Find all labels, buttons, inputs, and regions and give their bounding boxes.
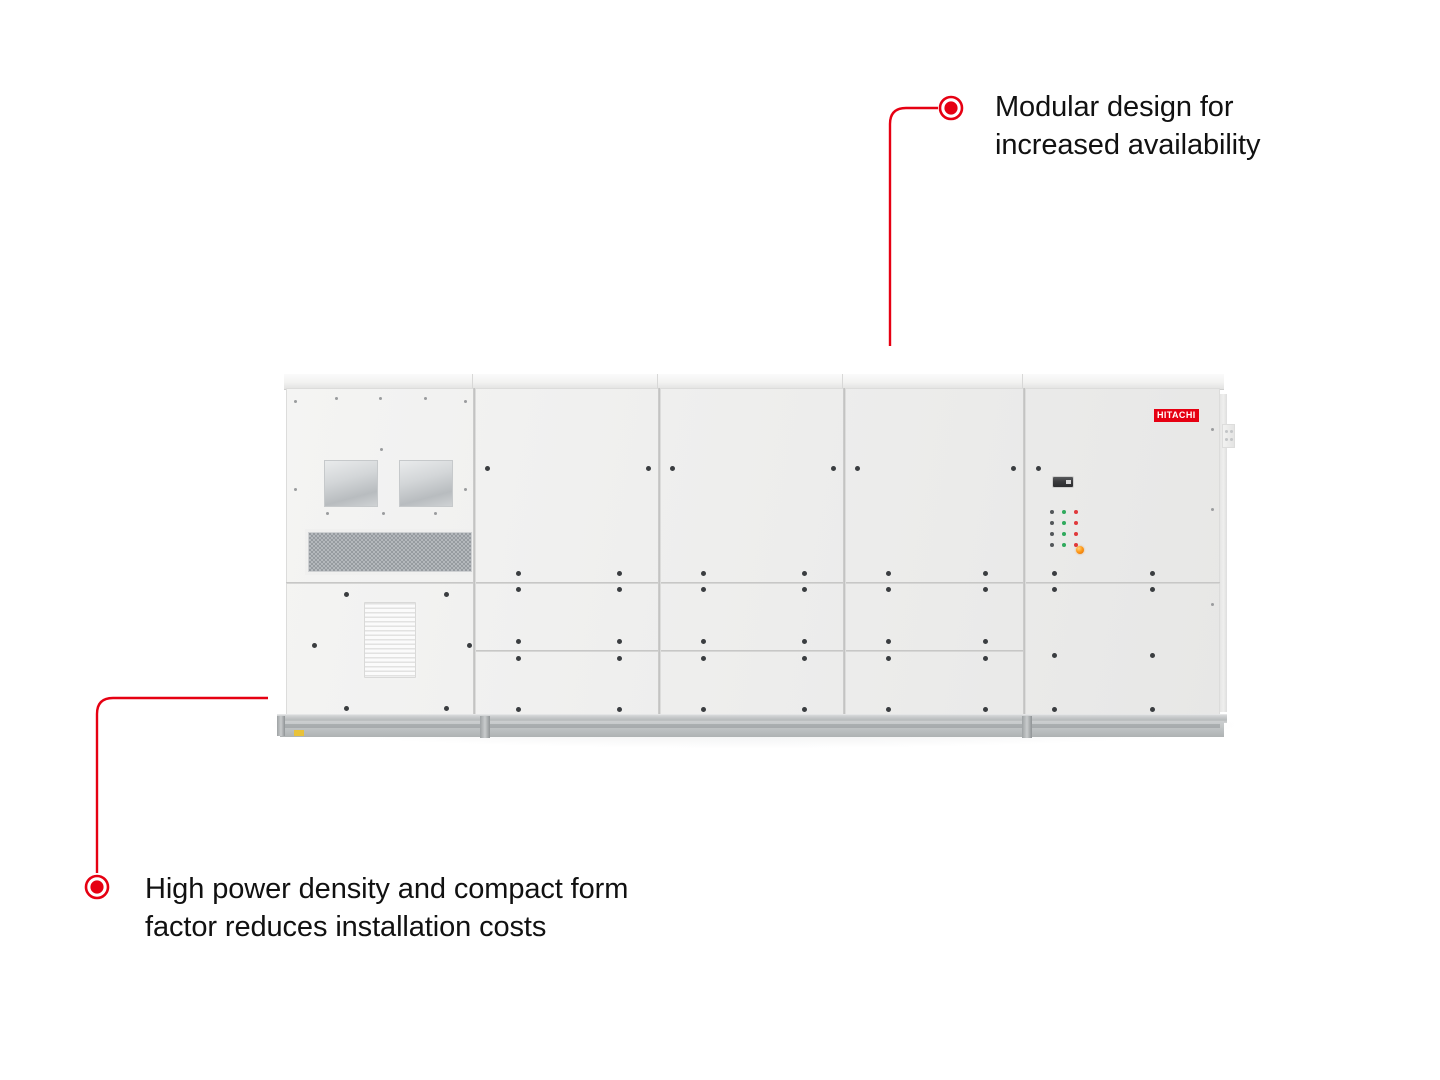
door-bolt [701, 656, 706, 661]
bay-5-control[interactable]: HITACHI [1026, 388, 1220, 719]
bay-4-converter[interactable] [846, 388, 1023, 719]
bay1-door-seam [286, 582, 474, 584]
led-status-green [1062, 532, 1066, 536]
plinth-foot [277, 716, 285, 736]
led-status-red [1074, 532, 1078, 536]
product-photo: HITACHI [272, 372, 1235, 748]
door-bolt [1011, 466, 1016, 471]
bay-seam-4 [1023, 388, 1026, 719]
door-bolt [516, 656, 521, 661]
inspection-window-right [399, 460, 453, 507]
bay-1-service[interactable] [286, 388, 474, 719]
door-bolt [617, 707, 622, 712]
led-status-red [1074, 510, 1078, 514]
plinth-foot [1022, 716, 1032, 738]
inspection-window-left [324, 460, 378, 507]
door-bolt [802, 707, 807, 712]
callout-marker-top [938, 95, 964, 121]
door-bolt [983, 639, 988, 644]
callout-text-power-density: High power density and compact form fact… [145, 873, 629, 943]
door-bolt [646, 466, 651, 471]
bay-seam-1 [473, 388, 476, 719]
led-status-green [1062, 543, 1066, 547]
door-bolt [802, 571, 807, 576]
door-bolt [617, 587, 622, 592]
door-bolt [670, 466, 675, 471]
led-status-red [1074, 543, 1078, 547]
led-status-gray [1050, 510, 1054, 514]
leader-line-bottom [95, 696, 268, 873]
mesh-air-intake-grille [308, 532, 472, 572]
louver-vent [364, 602, 416, 678]
door-bolt [1150, 707, 1155, 712]
led-indicator-array [1050, 510, 1084, 550]
callout-marker-bottom [84, 874, 110, 900]
led-status-gray [1050, 543, 1054, 547]
door-bolt [886, 656, 891, 661]
led-status-green [1062, 510, 1066, 514]
led-status-green [1062, 521, 1066, 525]
leader-line-top [888, 106, 938, 346]
callout-text-modular-design: Modular design for increased availabilit… [995, 91, 1261, 161]
door-bolt [1036, 466, 1041, 471]
cabinet-body: HITACHI [286, 388, 1220, 719]
door-bolt [983, 707, 988, 712]
door-bolt [886, 571, 891, 576]
hitachi-logo: HITACHI [1154, 409, 1199, 422]
door-bolt [1150, 587, 1155, 592]
led-status-gray [1050, 532, 1054, 536]
door-bolt [485, 466, 490, 471]
door-bolt [1150, 571, 1155, 576]
bay-seam-3 [843, 388, 846, 719]
bay-2-converter[interactable] [476, 388, 658, 719]
door-bolt [1052, 587, 1057, 592]
plinth-marker [294, 730, 304, 736]
door-bolt [701, 571, 706, 576]
door-bolt [855, 466, 860, 471]
door-bolt [701, 707, 706, 712]
side-mounting-bracket [1222, 424, 1235, 448]
door-bolt [701, 639, 706, 644]
door-bolt [802, 587, 807, 592]
bay-seam-2 [658, 388, 661, 719]
hmi-display[interactable] [1052, 476, 1074, 488]
door-bolt [983, 656, 988, 661]
door-bolt [802, 639, 807, 644]
door-bolt [701, 587, 706, 592]
led-status-red [1074, 521, 1078, 525]
door-bolt [516, 571, 521, 576]
door-bolt [1052, 707, 1057, 712]
door-bolt [1052, 571, 1057, 576]
door-bolt [1150, 653, 1155, 658]
plinth-front-face [280, 721, 1224, 737]
plinth-shadow-band [284, 724, 1220, 728]
door-bolt [617, 656, 622, 661]
door-bolt [617, 639, 622, 644]
amber-status-led [1076, 546, 1084, 554]
door-bolt [516, 587, 521, 592]
door-bolt [516, 707, 521, 712]
door-bolt [802, 656, 807, 661]
plinth-foot [480, 716, 490, 738]
door-bolt [1052, 653, 1057, 658]
bay-3-converter[interactable] [661, 388, 843, 719]
door-bolt [886, 639, 891, 644]
door-bolt [983, 587, 988, 592]
cabinet-base-plinth [277, 714, 1227, 723]
door-bolt [617, 571, 622, 576]
door-bolt [516, 639, 521, 644]
door-bolt [831, 466, 836, 471]
cabinet-right-side [1220, 394, 1227, 712]
door-bolt [886, 707, 891, 712]
door-bolt [886, 587, 891, 592]
door-bolt [983, 571, 988, 576]
led-status-gray [1050, 521, 1054, 525]
